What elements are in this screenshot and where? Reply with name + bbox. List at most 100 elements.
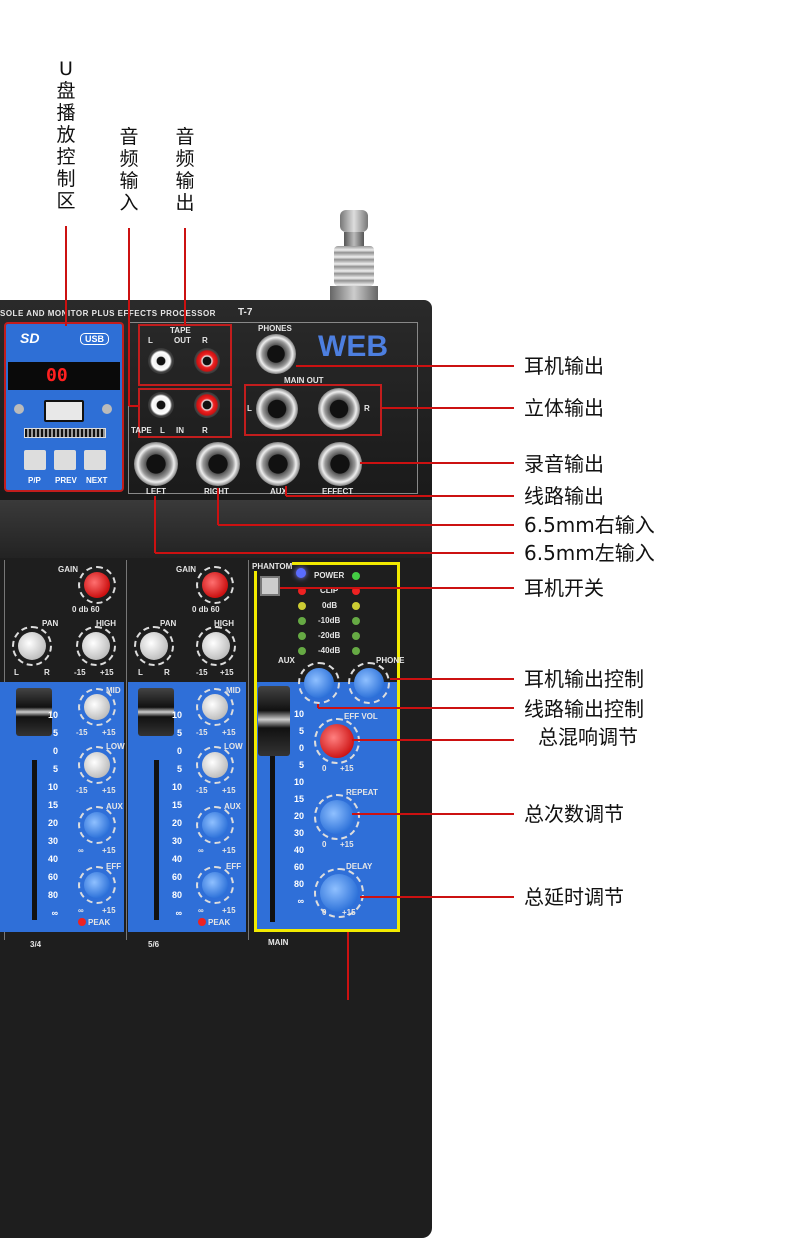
master-fader-knob[interactable] [258, 686, 290, 756]
model-label: T-7 [238, 307, 253, 318]
rca-out-right[interactable] [194, 348, 220, 374]
low-knob[interactable] [78, 746, 116, 784]
main-out-right-jack[interactable] [318, 388, 360, 430]
pan-r: R [44, 668, 50, 677]
phantom-switch[interactable] [260, 576, 280, 596]
meter-led [298, 632, 306, 640]
eff-send-knob[interactable] [78, 866, 116, 904]
right-label: RIGHT [204, 487, 229, 496]
meter-10db-label: -10dB [318, 616, 341, 625]
master-aux-label: AUX [278, 656, 295, 665]
fader-knob[interactable] [16, 688, 52, 736]
rca-out-left[interactable] [148, 348, 174, 374]
rca-in-right[interactable] [194, 392, 220, 418]
delay-zero: 0 [322, 908, 327, 917]
mid-plus: +15 [102, 728, 116, 737]
main-out-left-jack[interactable] [256, 388, 298, 430]
aux-send-inf: ∞ [78, 846, 84, 855]
label-right-input: 6.5mm右输入 [524, 513, 655, 537]
aux-send-label: AUX [224, 802, 241, 811]
gain-scale: 0 db 60 [192, 605, 220, 614]
next-label: NEXT [86, 476, 108, 485]
channel-label-56: 5/6 [148, 940, 160, 949]
high-minus: -15 [74, 668, 86, 677]
aux-send-knob[interactable] [78, 806, 116, 844]
eff-send-knob[interactable] [196, 866, 234, 904]
label-line-output-control: 线路输出控制 [524, 697, 644, 721]
eff-send-plus: +15 [102, 906, 116, 915]
low-label: LOW [106, 742, 125, 751]
delay-plus: +15 [342, 908, 356, 917]
mid-knob[interactable] [78, 688, 116, 726]
meter-led [298, 647, 306, 655]
aux-send-knob[interactable] [196, 806, 234, 844]
aux-send-plus: +15 [102, 846, 116, 855]
main-label: MAIN [268, 938, 289, 947]
low-plus: +15 [222, 786, 236, 795]
right-input-jack[interactable] [196, 442, 240, 486]
effect-output-jack[interactable] [318, 442, 362, 486]
led-display: 00 [8, 362, 120, 390]
phones-label: PHONES [258, 324, 292, 333]
low-minus: -15 [196, 786, 208, 795]
delay-label: DELAY [346, 862, 373, 871]
high-plus: +15 [220, 668, 234, 677]
repeat-knob[interactable] [314, 794, 360, 840]
aux-send-label: AUX [106, 802, 123, 811]
sd-slot[interactable] [24, 428, 106, 438]
high-knob[interactable] [76, 626, 116, 666]
high-label: HIGH [214, 619, 234, 628]
master-phone-knob[interactable] [348, 662, 390, 704]
tape-in-label: TAPE [131, 426, 152, 435]
repeat-label: REPEAT [346, 788, 378, 797]
meter-40db-label: -40dB [318, 646, 341, 655]
low-label: LOW [224, 742, 243, 751]
screw-icon [14, 404, 24, 414]
delay-knob[interactable] [314, 868, 364, 918]
master-phone-label: PHONE [376, 656, 405, 665]
low-knob[interactable] [196, 746, 234, 784]
meter-led [352, 617, 360, 625]
phones-jack[interactable] [256, 334, 296, 374]
eff-send-plus: +15 [222, 906, 236, 915]
eff-vol-label: EFF VOL [344, 712, 378, 721]
eff-vol-plus: +15 [340, 764, 354, 773]
mid-knob[interactable] [196, 688, 234, 726]
meter-clip-label: CLIP [320, 586, 339, 595]
pan-l: L [14, 668, 19, 677]
left-input-jack[interactable] [134, 442, 178, 486]
meter-0db-label: 0dB [322, 601, 338, 610]
phantom-label: PHANTOM [252, 562, 293, 571]
mid-minus: -15 [196, 728, 208, 737]
label-headphone-switch: 耳机开关 [524, 576, 604, 600]
pan-knob[interactable] [134, 626, 174, 666]
master-fader-track [270, 750, 275, 922]
rca-in-left[interactable] [148, 392, 174, 418]
aux-output-jack[interactable] [256, 442, 300, 486]
master-aux-knob[interactable] [298, 662, 340, 704]
high-label: HIGH [96, 619, 116, 628]
eff-send-label: EFF [226, 862, 242, 871]
repeat-zero: 0 [322, 840, 327, 849]
prev-button[interactable] [54, 450, 76, 470]
gain-knob[interactable] [196, 566, 234, 604]
usb-port[interactable] [44, 400, 84, 422]
label-headphone-output: 耳机输出 [524, 354, 604, 378]
gain-knob[interactable] [78, 566, 116, 604]
screw-icon [102, 404, 112, 414]
fader-knob[interactable] [138, 688, 174, 736]
high-knob[interactable] [196, 626, 236, 666]
label-audio-input: 音频输入 [119, 126, 139, 214]
sd-logo: SD [20, 330, 40, 346]
pan-knob[interactable] [12, 626, 52, 666]
header-text: SOLE AND MONITOR PLUS EFFECTS PROCESSOR [0, 309, 216, 318]
peak-label: PEAK [88, 918, 111, 927]
next-button[interactable] [84, 450, 106, 470]
channel-divider [248, 560, 249, 940]
phantom-led [296, 568, 306, 578]
play-pause-button[interactable] [24, 450, 46, 470]
aux-send-inf: ∞ [198, 846, 204, 855]
label-master-repeat: 总次数调节 [524, 802, 624, 826]
pan-r: R [164, 668, 170, 677]
gain-scale: 0 db 60 [72, 605, 100, 614]
